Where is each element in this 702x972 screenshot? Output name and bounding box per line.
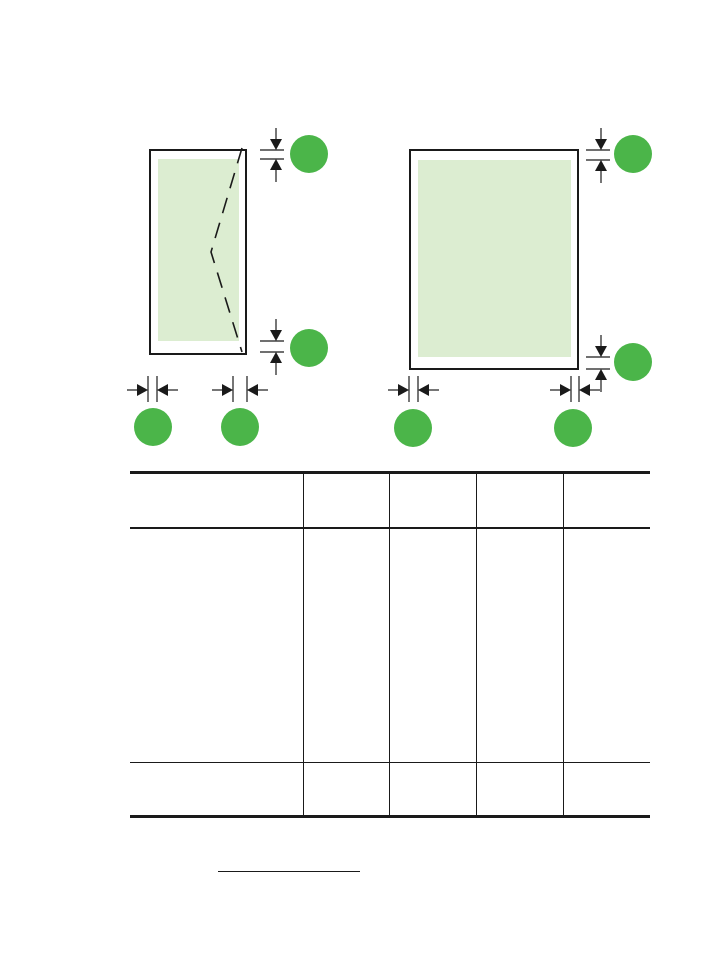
bottom-margin-marker-right <box>586 335 610 392</box>
table-cell <box>302 528 390 763</box>
callout-badge-right-envelope <box>221 408 259 446</box>
table-cell <box>302 762 390 817</box>
top-margin-marker-right <box>586 128 610 183</box>
table-row <box>130 762 650 817</box>
standard-printable-area <box>418 160 571 357</box>
left-margin-marker-standard <box>388 376 439 402</box>
right-margin-marker-standard <box>550 376 600 402</box>
callout-badge-right-standard <box>554 409 592 447</box>
table-cell <box>389 762 477 817</box>
table-row <box>130 528 650 763</box>
footnote-separator <box>218 871 360 872</box>
table-header-cell <box>389 472 477 528</box>
envelope-printable-area <box>158 159 239 341</box>
table-cell <box>130 528 303 763</box>
table-cell <box>476 528 564 763</box>
table-cell <box>562 762 650 817</box>
top-margin-marker-left <box>260 128 284 182</box>
margins-table-wrap <box>130 471 650 818</box>
table-header-cell <box>562 472 650 528</box>
margins-table <box>130 471 650 818</box>
bottom-margin-marker-left <box>260 319 284 375</box>
left-margin-marker-envelope <box>127 376 178 402</box>
table-cell <box>476 762 564 817</box>
margin-diagram <box>127 128 652 447</box>
standard-sheet <box>409 149 579 370</box>
envelope-fold-line <box>210 147 243 353</box>
table-cell <box>130 763 303 817</box>
table-header-cell <box>302 472 390 528</box>
callout-badge-left-standard <box>394 409 432 447</box>
table-cell <box>562 528 650 763</box>
envelope-sheet <box>149 147 247 355</box>
callout-badge-bottom-left <box>290 329 328 367</box>
table-cell <box>389 528 477 763</box>
table-header-cell <box>130 473 303 529</box>
callout-badge-left-envelope <box>134 408 172 446</box>
table-header-row <box>130 472 650 529</box>
table-header-cell <box>476 472 564 528</box>
callout-badge-top-left <box>290 135 328 173</box>
right-margin-marker-envelope <box>212 376 268 402</box>
callout-badge-top-right <box>614 135 652 173</box>
callout-badge-bottom-right <box>614 343 652 381</box>
